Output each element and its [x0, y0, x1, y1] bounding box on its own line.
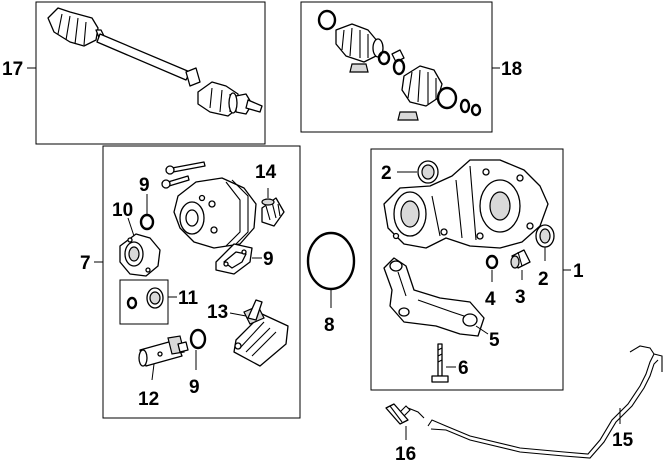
axle-shaft-box: [35, 1, 266, 145]
pinion-flange-part[interactable]: [119, 233, 161, 277]
callout-14: 14: [255, 162, 277, 183]
callout-9a: 9: [139, 175, 150, 196]
actuator-motor-part[interactable]: [233, 299, 289, 367]
shift-actuator-part[interactable]: [138, 335, 189, 367]
callout-11: 11: [178, 288, 199, 309]
boot-kit-part[interactable]: [317, 9, 482, 121]
callout-18: 18: [501, 59, 522, 80]
callout-9b: 9: [263, 249, 274, 270]
callout-12: 12: [138, 389, 159, 410]
lower-axle-seal-part[interactable]: [535, 224, 555, 248]
axle-inner-ring: [228, 92, 238, 114]
callout-6: 6: [458, 358, 469, 379]
cover-gasket-part[interactable]: [215, 243, 253, 275]
upper-axle-seal-part[interactable]: [417, 160, 439, 184]
callout-10-leader: [127, 217, 135, 237]
callout-8: 8: [324, 315, 335, 336]
callout-5: 5: [489, 330, 500, 351]
callout-1: 1: [573, 261, 584, 282]
vent-bushing-part[interactable]: [261, 197, 285, 227]
seal-kit-part[interactable]: [126, 287, 164, 310]
callout-3: 3: [515, 287, 526, 308]
vent-clip-part[interactable]: [385, 403, 409, 425]
seal-kit-box: [119, 279, 169, 325]
carrier-bushing-part[interactable]: [510, 249, 531, 269]
axle-shaft-part[interactable]: [47, 7, 263, 117]
callout-4: 4: [485, 289, 496, 310]
pinion-seal-part[interactable]: [139, 213, 155, 231]
callout-12-leader: [151, 363, 155, 381]
callout-13: 13: [207, 302, 228, 323]
callout-7: 7: [80, 253, 91, 274]
lower-seal-part[interactable]: [189, 328, 207, 350]
callout-10: 10: [112, 200, 133, 221]
callout-2a: 2: [381, 163, 392, 184]
mount-bolt-part[interactable]: [431, 343, 449, 383]
small-ring-part[interactable]: [485, 254, 499, 270]
differential-cover-box: [102, 145, 301, 419]
callout-9c: 9: [189, 377, 200, 398]
o-ring-part[interactable]: [306, 231, 356, 291]
callout-17: 17: [2, 59, 23, 80]
callout-16: 16: [395, 444, 416, 465]
carrier-housing-part[interactable]: [383, 159, 549, 249]
differential-cover-part[interactable]: [173, 177, 257, 249]
vent-tube-part[interactable]: [397, 345, 663, 459]
boot-kit-box: [300, 1, 493, 133]
callout-5-leader: [475, 325, 489, 335]
callout-2b: 2: [538, 269, 549, 290]
callout-15: 15: [612, 430, 634, 451]
mount-bracket-part[interactable]: [383, 257, 485, 337]
callout-13-leader: [229, 312, 247, 317]
cover-bolt-part[interactable]: [161, 161, 206, 189]
